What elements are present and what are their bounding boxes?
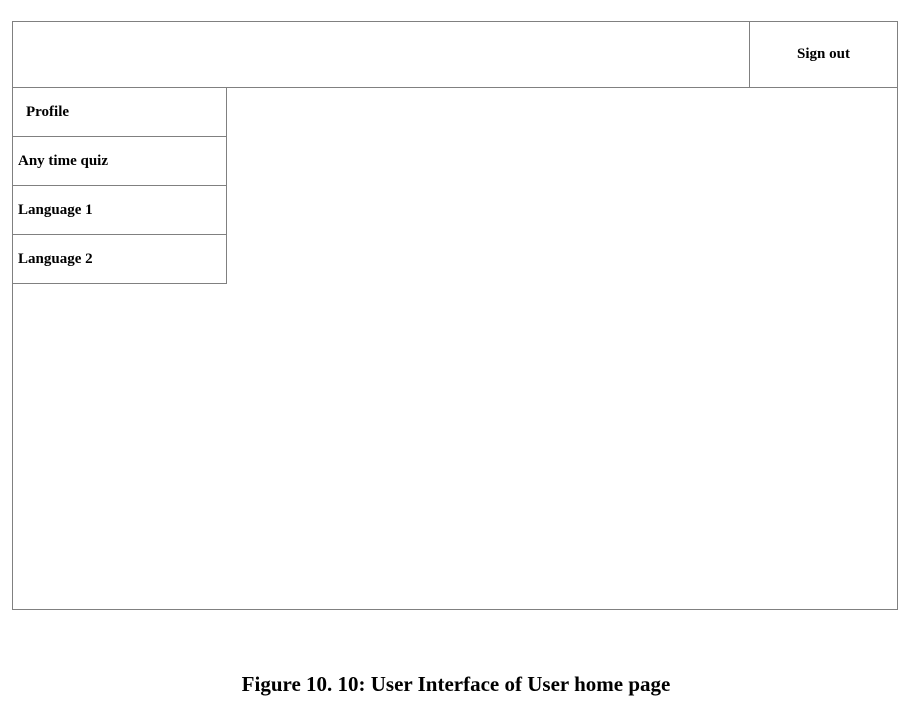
header-bar: Sign out [13,22,897,88]
sidebar-item-profile[interactable]: Profile [13,88,227,137]
sidebar-item-language-1[interactable]: Language 1 [13,186,227,235]
sidebar-item-language-2[interactable]: Language 2 [13,235,227,284]
user-home-wireframe: Sign out Profile Any time quiz Language … [12,21,898,610]
figure-caption: Figure 10. 10: User Interface of User ho… [241,672,671,696]
sidebar-item-any-time-quiz[interactable]: Any time quiz [13,137,227,186]
main-content-area [227,88,897,609]
sign-out-button[interactable]: Sign out [749,22,897,87]
sidebar-menu: Profile Any time quiz Language 1 Languag… [13,88,227,284]
